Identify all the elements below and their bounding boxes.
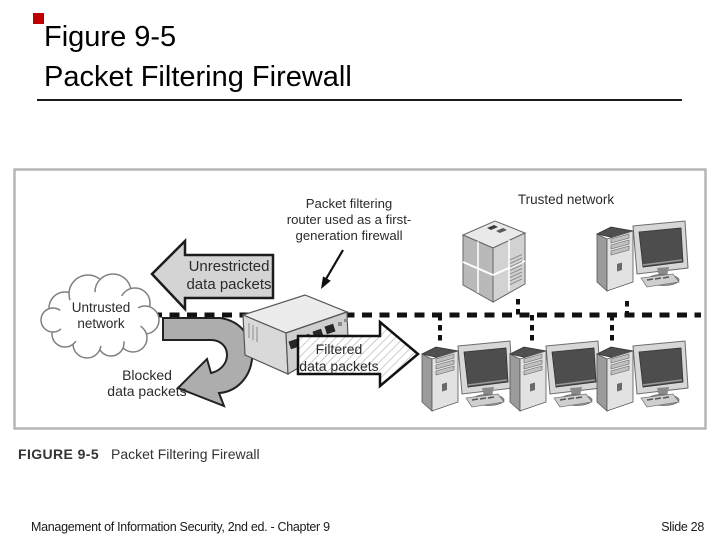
slide-title-line1: Figure 9-5 <box>44 21 177 53</box>
trusted-network-label: Trusted network <box>518 192 615 207</box>
desktop-computer-3 <box>596 340 689 412</box>
firewall-diagram: Untrusted network Blocked data packets U… <box>13 168 707 430</box>
router-note-line3: generation firewall <box>295 228 402 243</box>
title-underline <box>37 99 682 101</box>
untrusted-cloud-shape <box>40 273 160 359</box>
figure-caption-number: FIGURE 9-5 <box>18 446 100 462</box>
unrestricted-label-line1: Unrestricted <box>189 258 270 275</box>
filtered-label-line1: Filtered <box>316 341 363 357</box>
router-note-line1: Packet filtering <box>306 196 393 211</box>
untrusted-network-label-line1: Untrusted <box>72 300 131 315</box>
title-bullet-icon <box>33 13 44 24</box>
untrusted-network-label-line2: network <box>77 316 125 331</box>
diagram-canvas: Untrusted network Blocked data packets U… <box>13 168 707 430</box>
desktop-computer-top <box>596 220 689 292</box>
footer-slide-number: Slide 28 <box>661 520 704 534</box>
figure-caption-title: Packet Filtering Firewall <box>111 446 260 462</box>
network-drop-lines <box>438 299 629 341</box>
blocked-label-line2: data packets <box>107 383 186 399</box>
unrestricted-label-line2: data packets <box>186 276 271 293</box>
slide-title-line2: Packet Filtering Firewall <box>44 61 352 93</box>
footer-book-title: Management of Information Security, 2nd … <box>31 520 330 534</box>
desktop-computer-1 <box>421 340 514 412</box>
filtered-label-line2: data packets <box>299 358 378 374</box>
figure-caption: FIGURE 9-5 Packet Filtering Firewall <box>18 446 260 462</box>
router-pointer-line <box>325 249 344 280</box>
router-pointer-arrowhead <box>321 276 331 289</box>
router-note-line2: router used as a first- <box>287 212 412 227</box>
slide-title: Figure 9-5 Packet Filtering Firewall <box>44 17 352 97</box>
desktop-computer-2 <box>509 340 602 412</box>
unrestricted-left-arrow <box>150 237 275 313</box>
blocked-label-line1: Blocked <box>122 367 172 383</box>
filtered-right-arrow <box>296 319 420 389</box>
bullet-square <box>33 13 44 24</box>
